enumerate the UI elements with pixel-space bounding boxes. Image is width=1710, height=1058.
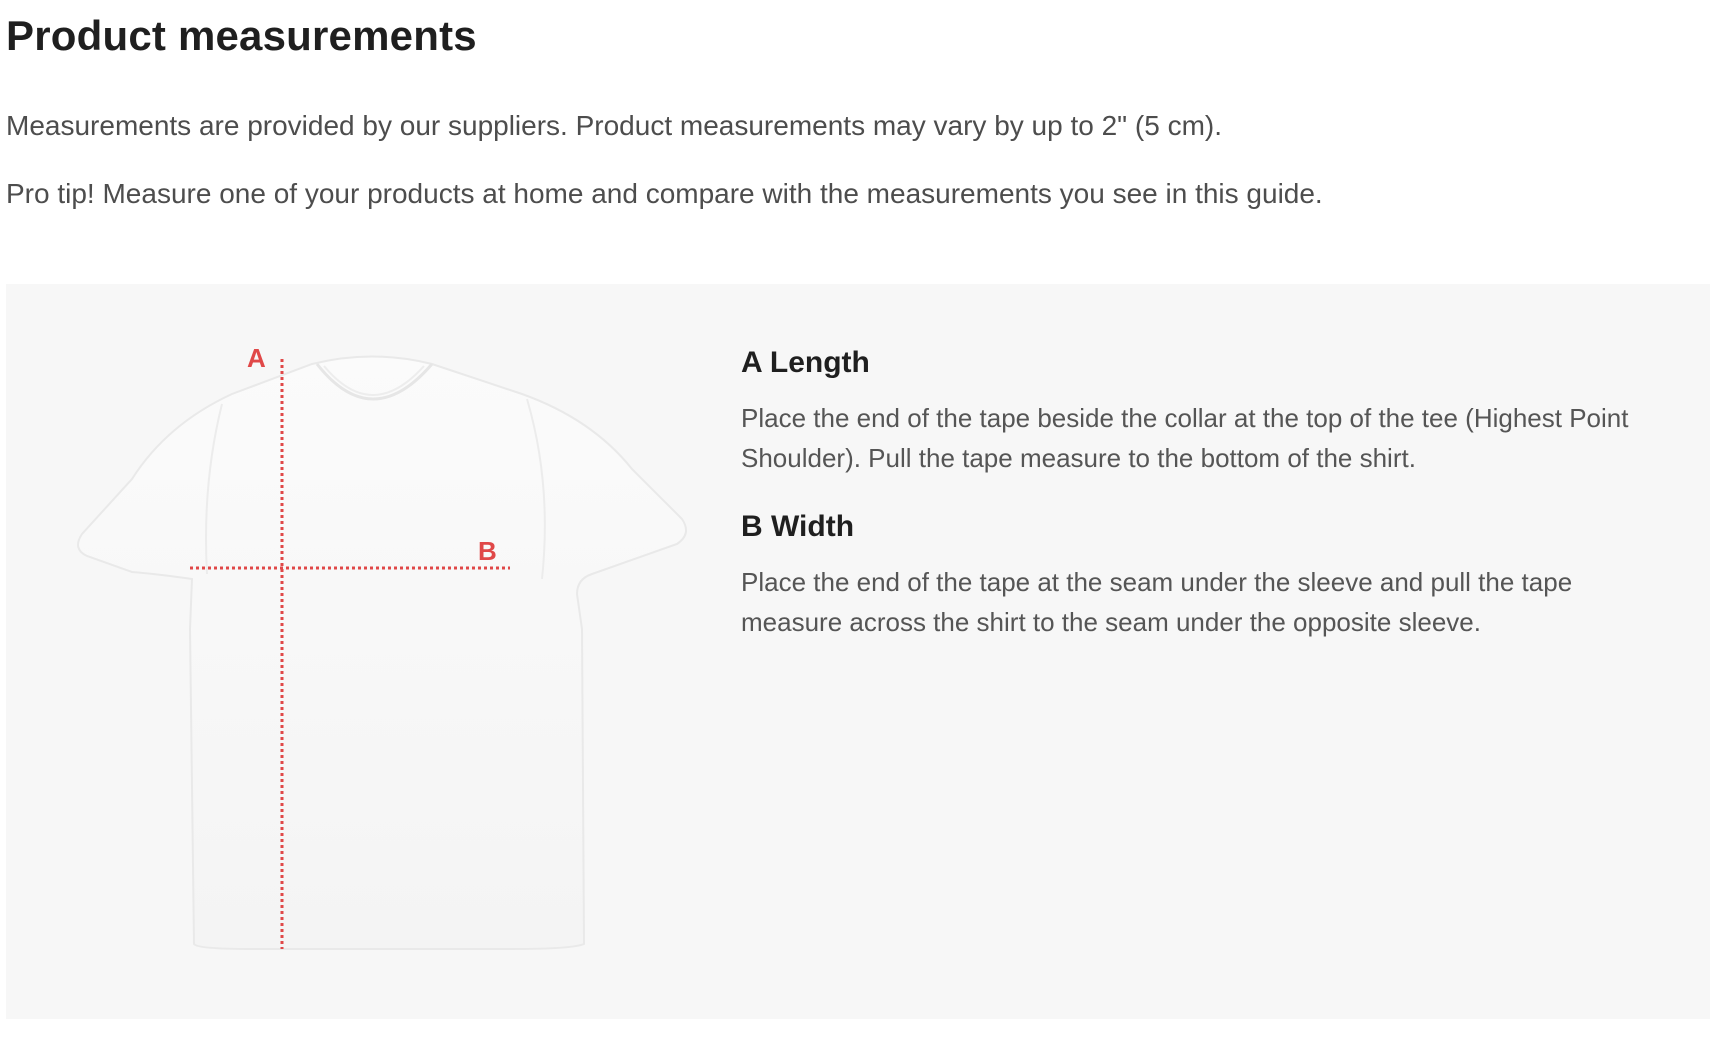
- page-title: Product measurements: [6, 12, 477, 59]
- length-heading: A Length: [741, 346, 870, 379]
- tshirt-shape: [77, 355, 687, 950]
- measurement-instructions: A Length Place the end of the tape besid…: [741, 344, 1681, 642]
- measurement-guide-panel: A B A Length Place the end of the tape b…: [6, 284, 1710, 1019]
- measurement-width: B Width Place the end of the tape at the…: [741, 508, 1681, 642]
- pro-tip-paragraph: Pro tip! Measure one of your products at…: [6, 178, 1323, 209]
- intro-paragraph: Measurements are provided by our supplie…: [6, 110, 1223, 141]
- length-description: Place the end of the tape beside the col…: [741, 403, 1629, 473]
- measurement-length: A Length Place the end of the tape besid…: [741, 344, 1681, 478]
- width-heading: B Width: [741, 510, 855, 543]
- width-description: Place the end of the tape at the seam un…: [741, 567, 1573, 637]
- marker-a-label: A: [247, 343, 266, 373]
- tshirt-diagram: A B: [72, 324, 692, 984]
- marker-b-label: B: [478, 536, 497, 566]
- tshirt-collar: [315, 363, 434, 401]
